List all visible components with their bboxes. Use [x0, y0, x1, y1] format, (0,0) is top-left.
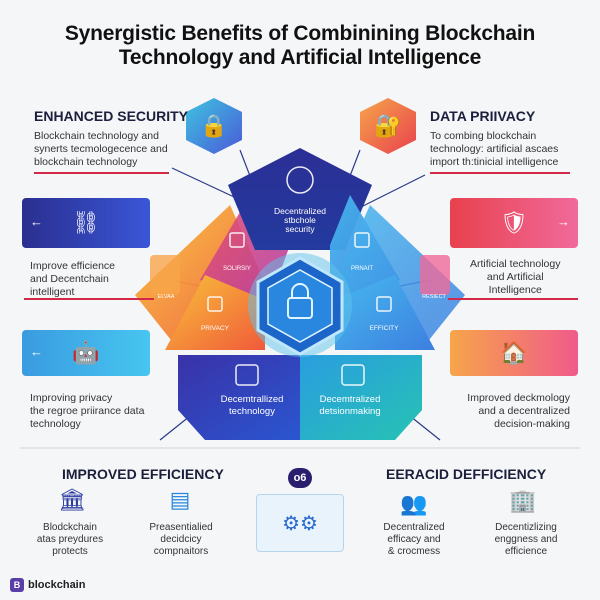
enhanced-security-text: Blockchain technology and synerts tecmol…	[34, 130, 168, 168]
improved-decisionmaking-text: Improved deckmology and a decentralized …	[467, 392, 570, 430]
step-badge: o6	[288, 468, 312, 488]
enhanced-security-heading: ENHANCED SECURITY	[34, 108, 189, 124]
divider-line	[448, 298, 578, 300]
bottom-right-label-1: Decemtralized	[320, 394, 381, 405]
house-icon: 🏠	[450, 330, 578, 376]
divider-line	[24, 298, 154, 300]
robot-icon: ← 🤖	[22, 330, 150, 376]
bottom-left-label-2: technology	[229, 406, 275, 417]
data-privacy-text: To combing blockchain technology: artifi…	[430, 130, 559, 168]
bottom-item-1: Blodckchain atas preydures protects	[36, 522, 104, 557]
bottom-right-segment	[300, 355, 422, 440]
left-lower-label: PRIVACY	[201, 325, 230, 332]
people-network-glyph: ⛓	[72, 210, 100, 235]
top-segment	[228, 148, 372, 250]
bottom-right-label-2: detsionmaking	[319, 406, 380, 417]
arrow-left-icon: ←	[30, 214, 43, 229]
arrow-left-icon: ←	[30, 344, 43, 359]
shield-lock-icon: 🔐	[360, 98, 416, 154]
title-line-2: Technology and Artificial Intelligence	[118, 46, 482, 69]
arrow-right-icon: →	[557, 214, 570, 229]
people-icon: 👥	[400, 491, 428, 516]
bottom-item-3: Decentralized efficacy and & crocmess	[383, 522, 445, 557]
robot-glyph: 🤖	[72, 340, 100, 365]
title-line-1: Synergistic Benefits of Combinining Bloc…	[64, 22, 536, 45]
right-small-label: RESIECT	[422, 294, 446, 300]
bottom-item-4: Decentizlizing enggness and efficience	[494, 522, 558, 557]
left-upper-label: SOLIRSIY	[223, 266, 251, 272]
center-hexagon	[248, 253, 352, 357]
building-icon: 🏛	[58, 487, 86, 512]
logo-text: blockchain	[28, 579, 86, 591]
right-upper-label: PRNAIT	[351, 266, 373, 272]
right-lower-label: EFFICITY	[370, 325, 400, 332]
blockchain-logo: B blockchain	[10, 578, 85, 592]
page-title: Synergistic Benefits of Combinining Bloc…	[0, 22, 600, 70]
left-lower-segment	[165, 275, 265, 350]
improve-efficience-text: Improve efficience and Decentchain intel…	[30, 260, 116, 298]
bottom-left-segment	[178, 355, 300, 440]
gears-diagram-icon: ⚙⚙	[256, 494, 344, 552]
bottom-item-2: Preasentialied decidcicy compnaitors	[149, 522, 213, 557]
improving-privacy-text: Improving privacy the regroe priirance d…	[30, 392, 145, 430]
divider-line	[34, 172, 169, 174]
network-icon: ← ⛓	[22, 198, 150, 248]
data-privacy-heading: DATA PRIIVACY	[430, 108, 536, 124]
improved-efficiency-heading: IMPROVED EFFICIENCY	[62, 466, 224, 482]
artificial-technology-text: Artificial technology and Artificial Int…	[470, 258, 561, 296]
chip-stack-icon: ▤	[169, 487, 191, 512]
logo-mark: B	[10, 578, 24, 592]
top-label-3: security	[285, 224, 315, 234]
house-glyph: 🏠	[500, 340, 528, 365]
shield-icon: 🛡 →	[450, 198, 578, 248]
left-small-label: ELVAA	[158, 294, 175, 300]
shield-glyph: 🛡	[500, 210, 528, 235]
eeracid-defficiency-heading: EERACID DEFFICIENCY	[386, 466, 547, 482]
city-buildings-icon: 🏢	[509, 488, 537, 513]
top-label-1: Decentralized	[274, 206, 326, 216]
bottom-left-label-1: Decemtrallized	[221, 394, 284, 405]
divider-line	[430, 172, 570, 174]
top-label-2: stbchole	[284, 215, 316, 225]
